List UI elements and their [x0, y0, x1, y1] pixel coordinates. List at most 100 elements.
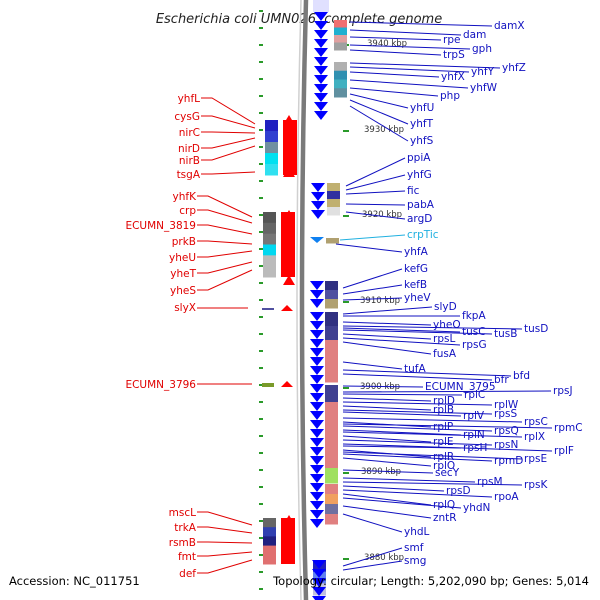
leader-line	[345, 157, 406, 187]
scale-tick	[343, 472, 349, 474]
leader-line	[342, 469, 434, 474]
gene-block	[325, 402, 338, 420]
blue-arrow	[314, 12, 328, 21]
scale-3880: 3880 kbp	[364, 553, 404, 563]
gene-block	[263, 536, 276, 547]
tick-mark	[259, 197, 263, 199]
gene-label-yhfl: yhfL	[178, 93, 201, 105]
gene-block	[325, 494, 338, 505]
leader-line	[342, 411, 462, 417]
blue-arrow	[310, 474, 324, 483]
leader-line	[342, 497, 462, 509]
gene-label-yhfz: yhfZ	[502, 62, 526, 74]
blue-arrow	[310, 492, 324, 501]
leader-line	[342, 547, 403, 567]
gene-label-smg: smg	[404, 555, 426, 567]
leader-line	[197, 240, 253, 245]
gene-label-ecumn_3795: ECUMN_3795	[425, 381, 496, 393]
leader-line	[201, 171, 256, 175]
gene-block	[326, 238, 339, 244]
gene-label-yhft: yhfT	[410, 118, 434, 130]
gene-block	[325, 354, 338, 369]
gene-block	[325, 453, 338, 471]
red-arrow	[283, 554, 295, 564]
tick-mark	[259, 452, 263, 454]
leader-line	[342, 425, 493, 432]
leader-line	[201, 137, 256, 149]
gene-block	[325, 299, 338, 309]
red-arrow	[281, 381, 293, 387]
kbp-scale-labels: 3940 kbp 3930 kbp 3920 kbp 3910 kbp 3900…	[360, 39, 407, 563]
tick-mark	[259, 10, 263, 12]
leader-line	[342, 369, 512, 377]
blue-arrow	[311, 201, 325, 210]
tick-mark	[259, 486, 263, 488]
gene-label-rpsm: rpsM	[477, 476, 503, 488]
blue-arrow	[310, 384, 324, 393]
gene-block	[334, 42, 347, 51]
gene-block	[327, 207, 340, 216]
leader-line	[349, 62, 501, 69]
tick-mark	[259, 316, 263, 318]
tick-mark	[259, 537, 263, 539]
gene-label-rpmc: rpmC	[554, 422, 583, 434]
leader-line	[197, 511, 253, 526]
gene-label-yhfa: yhfA	[404, 246, 429, 258]
leader-line	[342, 405, 432, 411]
tick-mark	[259, 299, 263, 301]
leader-line	[197, 195, 253, 218]
tick-mark	[259, 384, 263, 386]
blue-arrow	[314, 75, 328, 84]
leader-line	[197, 269, 253, 291]
leader-line	[335, 243, 403, 253]
blue-arrow	[310, 321, 324, 330]
leader-line	[342, 393, 463, 396]
gene-label-gph: gph	[472, 43, 492, 55]
leader-line	[349, 87, 439, 97]
gene-block	[334, 20, 347, 28]
gene-label-fkpa: fkpA	[462, 310, 486, 322]
gene-label-ppia: ppiA	[407, 152, 431, 164]
blue-arrow	[314, 84, 328, 93]
gene-label-trps: trpS	[443, 49, 465, 61]
gene-label-rplb: rplB	[433, 404, 454, 416]
gene-block	[325, 312, 338, 327]
tick-mark	[259, 112, 263, 114]
blue-arrow	[311, 210, 325, 219]
gene-label-rplf: rplF	[554, 445, 574, 457]
leader-line	[342, 493, 432, 506]
leader-line	[342, 453, 493, 462]
tick-mark	[259, 520, 263, 522]
tick-mark	[259, 146, 263, 148]
gene-block	[265, 164, 278, 176]
gene-label-yhes: yheS	[170, 285, 196, 297]
leader-line	[345, 190, 406, 195]
gene-label-rpln: rplN	[463, 429, 485, 441]
leader-line	[201, 115, 256, 129]
accession-label: Accession: NC_011751	[9, 574, 140, 588]
leader-line	[349, 71, 440, 78]
tick-mark	[259, 554, 263, 556]
gene-block	[327, 199, 340, 208]
leader-line	[349, 44, 471, 50]
leader-line	[342, 306, 433, 315]
gene-label-rpsh: rpsH	[463, 442, 487, 454]
blue-arrow	[310, 447, 324, 456]
gene-label-damx: damX	[494, 20, 525, 32]
blue-arrow	[310, 393, 324, 402]
leader-line	[349, 29, 462, 36]
gene-label-dam: dam	[463, 29, 486, 41]
leader-line	[342, 417, 523, 423]
leader-line	[342, 485, 445, 492]
blue-arrow	[310, 312, 324, 321]
leader-line	[197, 551, 253, 557]
gene-label-rplw: rplW	[494, 399, 519, 411]
gene-label-rplr: rplR	[433, 451, 454, 463]
gene-block	[262, 308, 274, 310]
leader-line	[349, 99, 409, 125]
gene-label-rpsn: rpsN	[494, 439, 518, 451]
leader-line	[342, 429, 462, 436]
gene-label-tsga: tsgA	[177, 169, 201, 181]
gene-block	[334, 35, 347, 43]
gene-label-paba: pabA	[407, 199, 435, 211]
